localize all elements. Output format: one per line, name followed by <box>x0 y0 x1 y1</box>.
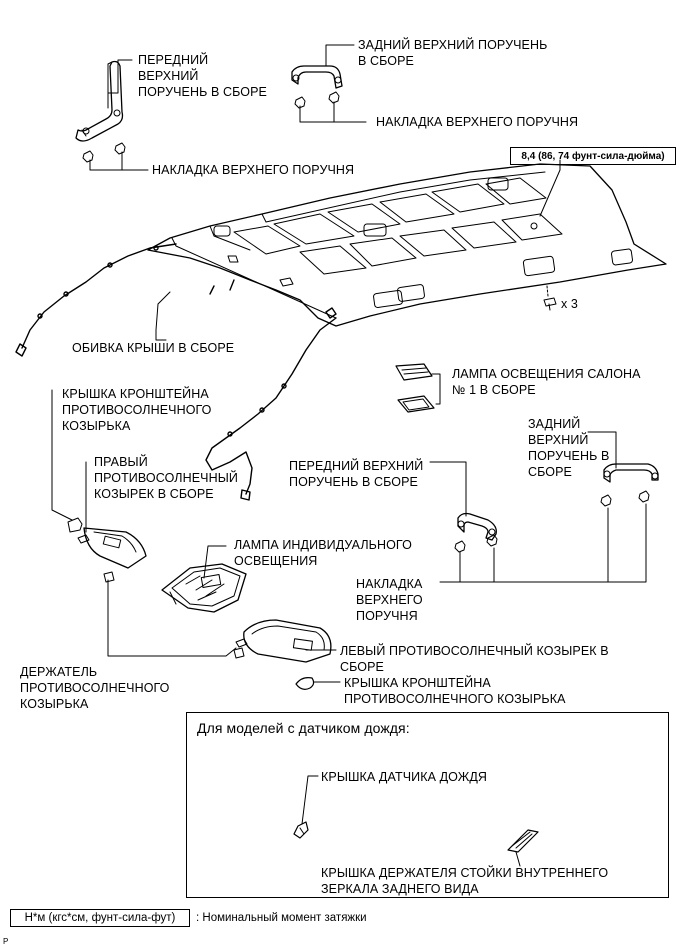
label-front-upper-grip-mid: ПЕРЕДНИЙ ВЕРХНИЙ ПОРУЧЕНЬ В СБОРЕ <box>289 459 424 489</box>
rear-upper-grip-mid-part <box>600 463 659 507</box>
front-upper-grip-mid-part <box>454 512 498 553</box>
label-grip-cover-left: НАКЛАДКА ВЕРХНЕГО ПОРУЧНЯ <box>152 163 355 177</box>
label-room-lamp: ЛАМПА ОСВЕЩЕНИЯ САЛОНА № 1 В СБОРЕ <box>452 367 641 397</box>
label-personal-lamp: ЛАМПА ИНДИВИДУАЛЬНОГО ОСВЕЩЕНИЯ <box>234 538 412 568</box>
label-visor-bracket-cover-lower: КРЫШКА КРОНШТЕЙНА ПРОТИВОСОЛНЕЧНОГО КОЗЫ… <box>344 676 566 706</box>
personal-lamp-part <box>161 563 247 613</box>
leader-torque <box>539 159 561 217</box>
left-sun-visor-part <box>233 619 332 663</box>
rear-upper-grip-top-part <box>291 65 343 89</box>
torque-value-box: 8,4 (86, 74 фунт-сила-дюйма) <box>510 147 676 165</box>
leader-visor-bracket-upper <box>51 389 73 521</box>
leader-room-lamp <box>431 373 441 405</box>
mirror-stay-cover-part <box>507 829 539 853</box>
corner-mark: P <box>3 937 9 946</box>
torque-unit-legend-box: Н*м (кгс*см, фунт-сила-фут) <box>10 909 190 927</box>
label-grip-cover-mid: НАКЛАДКА ВЕРХНЕГО ПОРУЧНЯ <box>356 577 423 623</box>
roof-headlining-part <box>147 163 667 327</box>
label-mirror-stay-cover: КРЫШКА ДЕРЖАТЕЛЯ СТОЙКИ ВНУТРЕННЕГО ЗЕРК… <box>321 866 609 896</box>
room-lamp-part <box>395 363 435 413</box>
leader-personal-lamp <box>203 545 227 579</box>
label-left-visor: ЛЕВЫЙ ПРОТИВОСОЛНЕЧНЫЙ КОЗЫРЕК В СБОРЕ <box>340 644 609 674</box>
grip-cover-left-top-part <box>82 142 126 163</box>
leader-grip-cover-left <box>89 151 149 171</box>
leader-rear-grip-mid <box>587 431 617 469</box>
leader-front-grip-top <box>107 59 133 94</box>
leader-rain-sensor-cover <box>301 775 319 825</box>
label-rear-upper-grip-mid: ЗАДНИЙ ВЕРХНИЙ ПОРУЧЕНЬ В СБОРЕ <box>528 417 610 479</box>
clip-part <box>543 297 557 311</box>
label-roof-headlining: ОБИВКА КРЫШИ В СБОРЕ <box>72 341 235 355</box>
label-grip-cover-right: НАКЛАДКА ВЕРХНЕГО ПОРУЧНЯ <box>376 115 579 129</box>
clip-count-label: x 3 <box>561 297 578 311</box>
grip-cover-right-top-part <box>294 91 340 109</box>
rain-sensor-cover-part <box>293 821 309 839</box>
label-rear-upper-grip-top: ЗАДНИЙ ВЕРХНИЙ ПОРУЧЕНЬ В СБОРЕ <box>358 38 548 68</box>
leader-front-grip-mid <box>429 461 467 517</box>
label-visor-holder: ДЕРЖАТЕЛЬ ПРОТИВОСОЛНЕЧНОГО КОЗЫРЬКА <box>20 665 170 711</box>
leader-grip-cover-mid <box>439 503 647 583</box>
leader-grip-cover-right <box>299 101 367 123</box>
label-rain-sensor-cover: КРЫШКА ДАТЧИКА ДОЖДЯ <box>321 770 488 784</box>
leader-roof-headlining <box>155 291 171 341</box>
label-right-visor: ПРАВЫЙ ПРОТИВОСОЛНЕЧНЫЙ КОЗЫРЕК В СБОРЕ <box>94 455 238 501</box>
torque-legend-description: : Номинальный момент затяжки <box>196 912 367 924</box>
visor-bracket-cover-upper-part <box>67 517 83 533</box>
leader-rear-grip-top <box>325 44 355 67</box>
rain-sensor-inset: Для моделей с датчиком дождя: КРЫШКА ДАТ… <box>186 712 669 898</box>
front-upper-grip-top-part <box>75 60 124 142</box>
label-visor-bracket-cover-upper: КРЫШКА КРОНШТЕЙНА ПРОТИВОСОЛНЕЧНОГО КОЗЫ… <box>62 387 212 433</box>
leader-mirror-stay-cover <box>515 851 521 867</box>
visor-bracket-cover-lower-part <box>295 677 315 690</box>
label-front-upper-grip-top: ПЕРЕДНИЙ ВЕРХНИЙ ПОРУЧЕНЬ В СБОРЕ <box>138 53 267 99</box>
wire-harness-part <box>15 243 337 501</box>
leader-visor-holder <box>107 579 237 657</box>
inset-title: Для моделей с датчиком дождя: <box>197 720 410 736</box>
right-sun-visor-part <box>77 527 147 583</box>
